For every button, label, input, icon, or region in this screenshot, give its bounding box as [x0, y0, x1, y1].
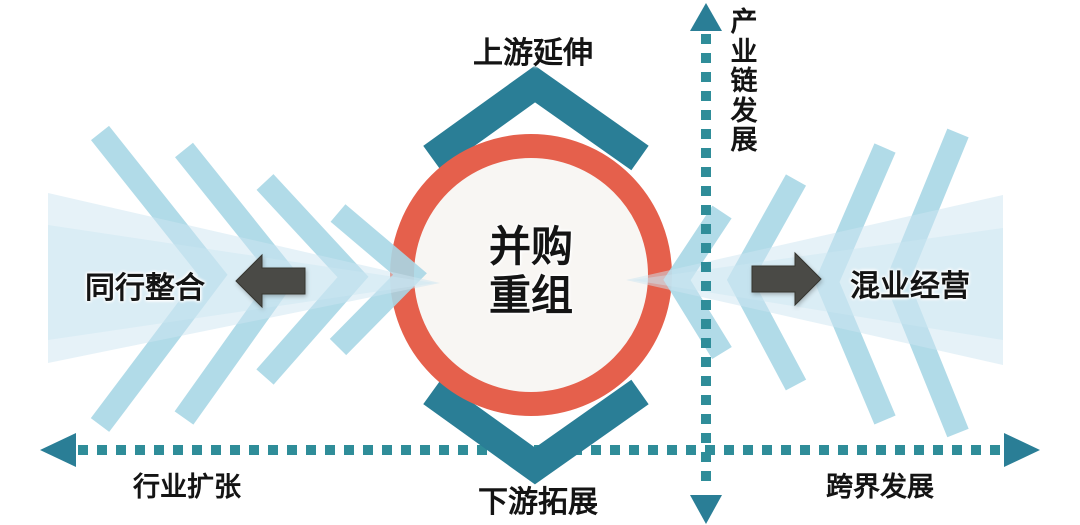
horizontal-axis-left-label: 行业扩张	[133, 472, 241, 503]
left-label: 同行整合	[85, 271, 205, 306]
axis-arrowhead-right-icon	[1004, 433, 1040, 467]
center-circle-title: 并购 重组	[431, 222, 631, 320]
center-title-line2: 重组	[488, 271, 573, 320]
right-label: 混业经营	[850, 269, 970, 304]
bottom-label: 下游拓展	[478, 485, 598, 520]
axis-arrowhead-left-icon	[40, 433, 76, 467]
axis-arrowhead-up-icon	[690, 3, 722, 31]
horizontal-axis-right-label: 跨界发展	[826, 472, 934, 503]
right-direction-arrow-icon	[751, 251, 822, 307]
upstream-chevron-icon	[423, 65, 649, 171]
left-direction-arrow-icon	[235, 253, 306, 309]
top-label: 上游延伸	[473, 36, 593, 71]
vertical-axis-label: 产业链发展	[730, 7, 758, 156]
right-funnel-triangle-core	[632, 228, 1003, 340]
downstream-chevron-icon	[423, 379, 649, 485]
axis-arrowhead-down-icon	[690, 495, 722, 524]
vertical-axis	[690, 3, 722, 524]
left-chevron-band-icon	[329, 204, 427, 356]
center-title-line1: 并购	[488, 222, 573, 271]
